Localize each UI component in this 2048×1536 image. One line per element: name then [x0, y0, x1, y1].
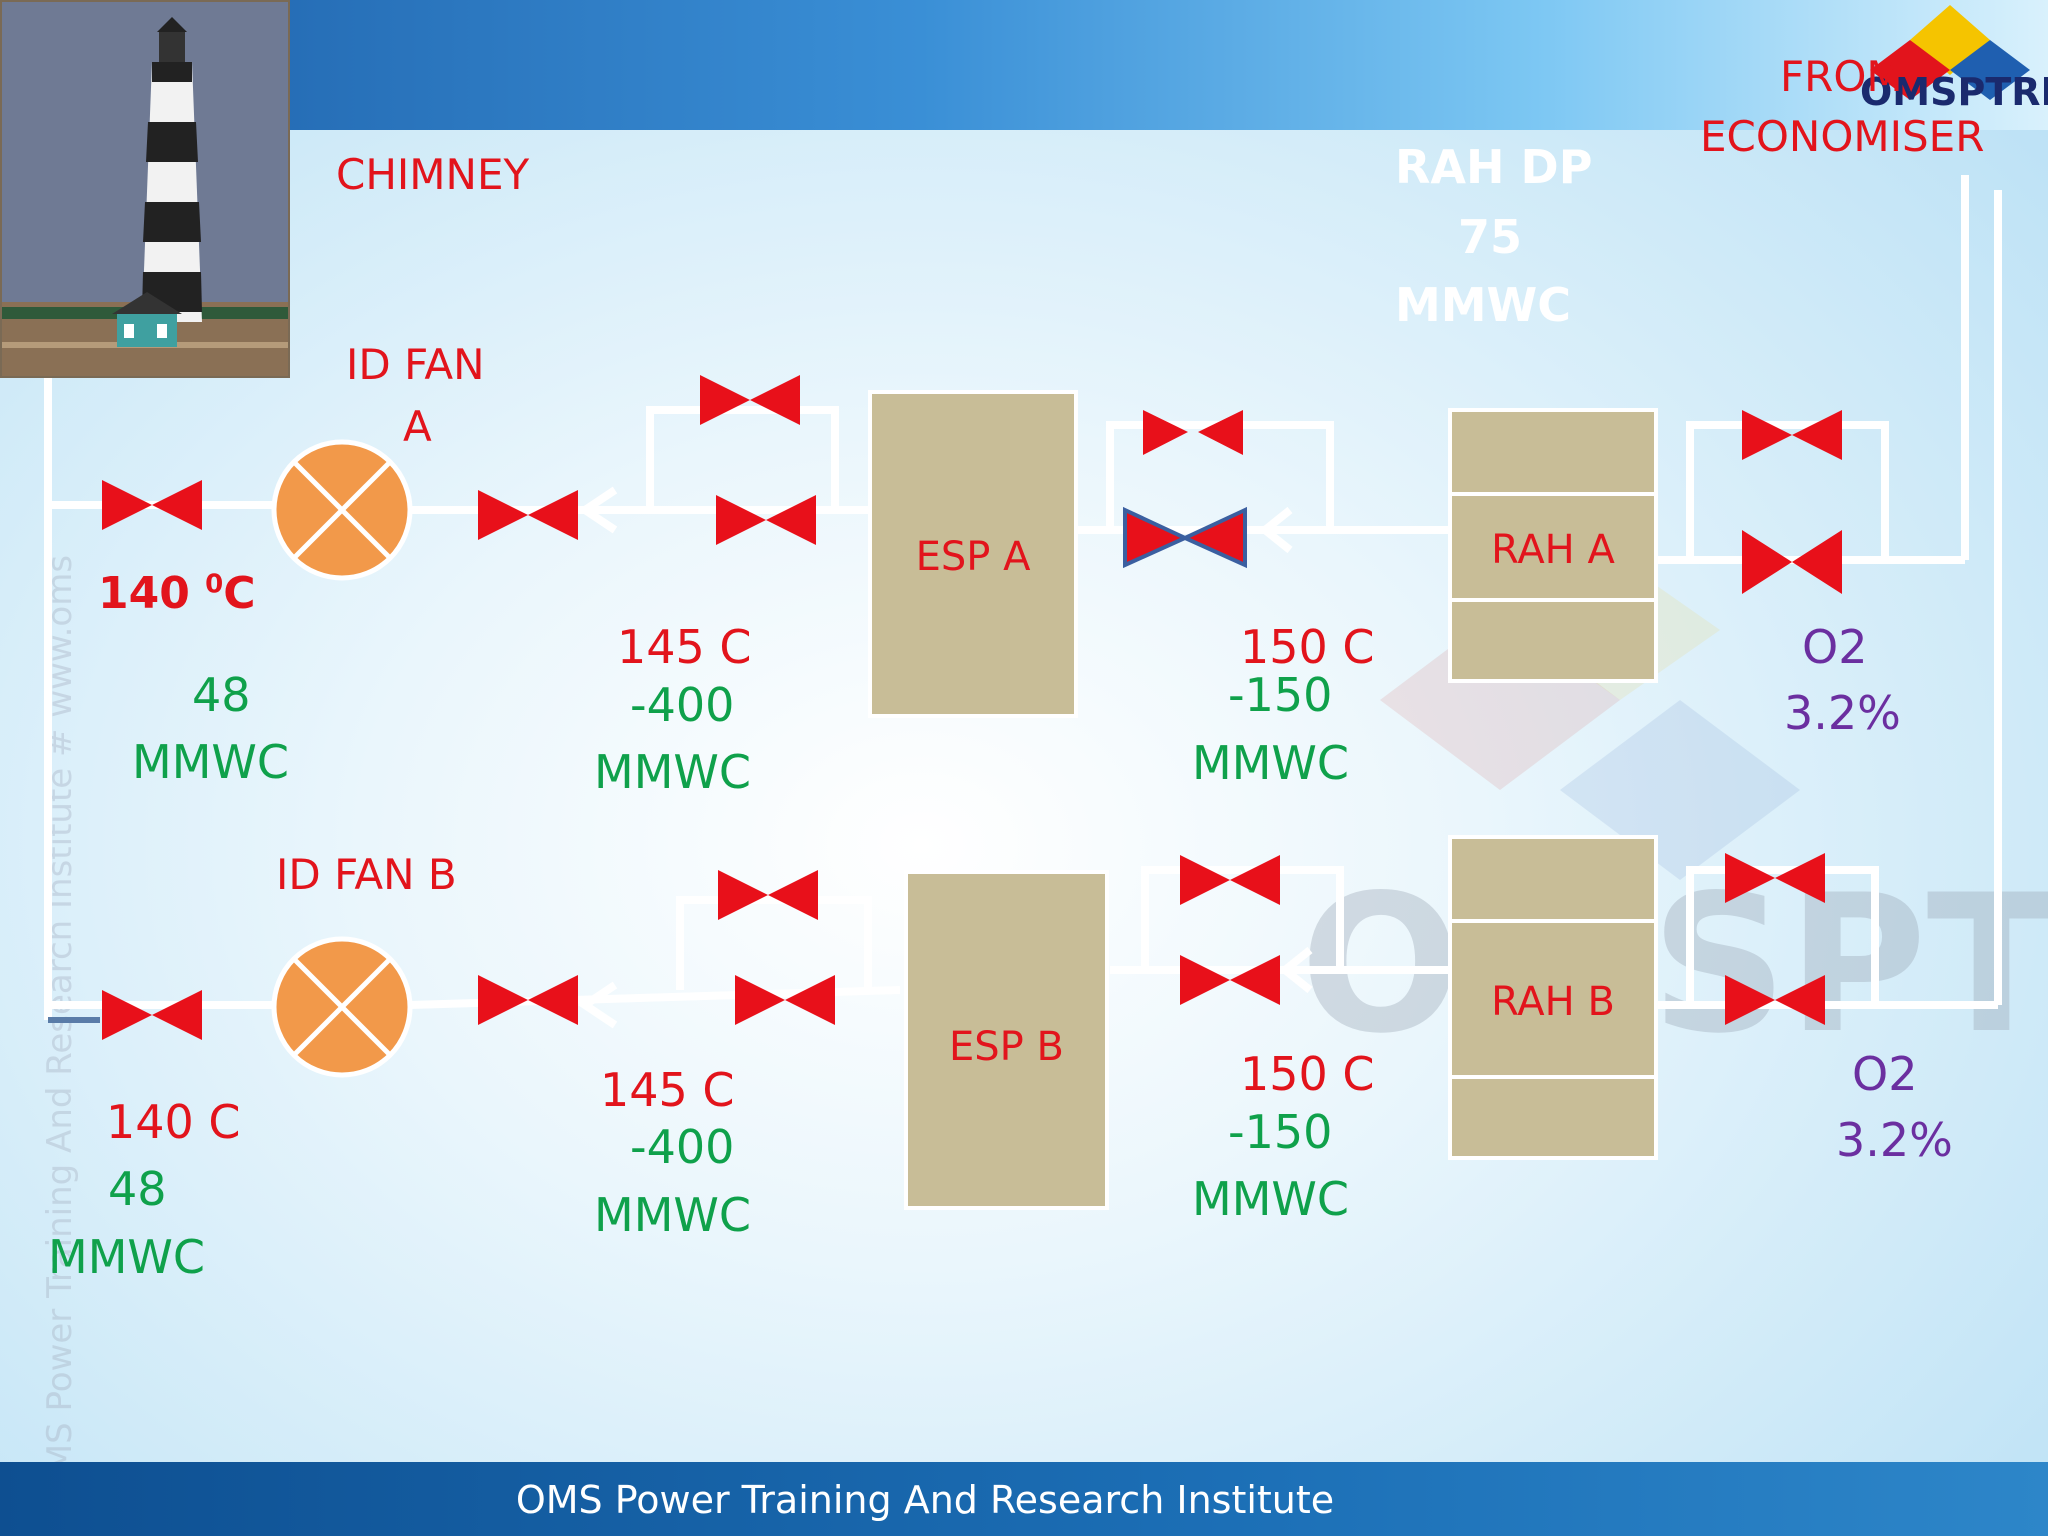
- valve-esp-a-bypass-bottom[interactable]: [716, 495, 816, 545]
- valve-rah-b-inlet[interactable]: [1725, 975, 1825, 1025]
- from-economiser-label-1: FROM: [1780, 52, 1903, 101]
- valve-esp-b-bypass-bottom[interactable]: [735, 975, 835, 1025]
- svg-text:OMSPTRI: OMSPTRI: [1300, 854, 2048, 1075]
- esp-a-label: ESP A: [915, 534, 1031, 580]
- esp-a-outlet-pressure-unit: MMWC: [1192, 736, 1349, 790]
- id-fan-a-symbol[interactable]: [271, 439, 413, 581]
- esp-b-inlet-temperature: 145 C: [600, 1063, 735, 1117]
- valve-esp-b-bypass-top[interactable]: [718, 870, 818, 920]
- esp-a-inlet-temperature: 145 C: [617, 620, 752, 674]
- valve-esp-a-outlet-damper[interactable]: [1123, 506, 1247, 569]
- chimney-label: CHIMNEY: [336, 150, 530, 199]
- fan-b-pressure-unit: MMWC: [48, 1230, 205, 1284]
- esp-a-outlet-temperature: 150 C: [1240, 620, 1375, 674]
- valve-esp-a-inlet[interactable]: [478, 490, 578, 540]
- valve-rah-a-inlet[interactable]: [1742, 530, 1842, 594]
- esp-b-box[interactable]: ESP B: [904, 870, 1109, 1210]
- esp-b-inlet-pressure: -400: [630, 1120, 735, 1174]
- chimney-lighthouse-image: [0, 0, 290, 378]
- valve-esp-b-outlet-top[interactable]: [1180, 855, 1280, 905]
- logo-text: OMSPTRI: [1860, 70, 2048, 114]
- o2-b-label: O2: [1852, 1047, 1918, 1101]
- rah-a-label: RAH A: [1491, 527, 1615, 573]
- valve-esp-a-outlet-top[interactable]: [1143, 410, 1243, 455]
- o2-b-value: 3.2%: [1836, 1113, 1953, 1167]
- valve-rah-a-bypass-top[interactable]: [1742, 410, 1842, 460]
- id-fan-a-label-2: A: [403, 402, 432, 451]
- esp-b-label: ESP B: [949, 1024, 1064, 1070]
- rah-dp-value: 75: [1458, 210, 1523, 264]
- esp-a-outlet-pressure: -150: [1228, 668, 1333, 722]
- fan-a-pressure: 48: [192, 668, 251, 722]
- esp-a-inlet-pressure: -400: [630, 678, 735, 732]
- top-banner: [0, 0, 2048, 130]
- logo-diamond-icon: [1870, 5, 2030, 100]
- rah-dp-label: RAH DP: [1395, 140, 1593, 194]
- fan-a-temperature: 140 0C: [98, 568, 256, 619]
- id-fan-a-label-1: ID FAN: [346, 340, 485, 389]
- esp-b-outlet-temperature: 150 C: [1240, 1047, 1375, 1101]
- esp-b-outlet-pressure: -150: [1228, 1105, 1333, 1159]
- id-fan-b-symbol[interactable]: [271, 936, 413, 1078]
- from-economiser-label-2: ECONOMISER: [1700, 112, 1985, 161]
- valve-rah-b-bypass-top[interactable]: [1725, 853, 1825, 903]
- esp-b-outlet-pressure-unit: MMWC: [1192, 1172, 1349, 1226]
- valve-fan-b-outlet[interactable]: [102, 990, 202, 1040]
- valve-esp-b-outlet-bottom[interactable]: [1180, 955, 1280, 1005]
- footer-bar: [0, 1462, 2048, 1536]
- rah-dp-unit: MMWC: [1395, 278, 1572, 332]
- esp-b-inlet-pressure-unit: MMWC: [594, 1188, 751, 1242]
- o2-a-label: O2: [1802, 620, 1868, 674]
- fan-b-temperature: 140 C: [106, 1095, 241, 1149]
- esp-a-box[interactable]: ESP A: [868, 390, 1078, 718]
- id-fan-b-label: ID FAN B: [276, 850, 457, 899]
- esp-a-inlet-pressure-unit: MMWC: [594, 745, 751, 799]
- footer-title: OMS Power Training And Research Institut…: [515, 1478, 1335, 1522]
- valve-fan-a-outlet[interactable]: [102, 480, 202, 530]
- fan-a-pressure-unit: MMWC: [132, 735, 289, 789]
- rah-b-label: RAH B: [1491, 979, 1615, 1025]
- rah-a-box[interactable]: RAH A: [1448, 408, 1658, 683]
- fan-b-pressure: 48: [108, 1162, 167, 1216]
- rah-b-box[interactable]: RAH B: [1448, 835, 1658, 1160]
- valve-esp-b-inlet[interactable]: [478, 975, 578, 1025]
- valve-esp-a-bypass-top[interactable]: [700, 375, 800, 425]
- o2-a-value: 3.2%: [1784, 686, 1901, 740]
- omsptri-logo: OMSPTRI: [1850, 0, 2048, 115]
